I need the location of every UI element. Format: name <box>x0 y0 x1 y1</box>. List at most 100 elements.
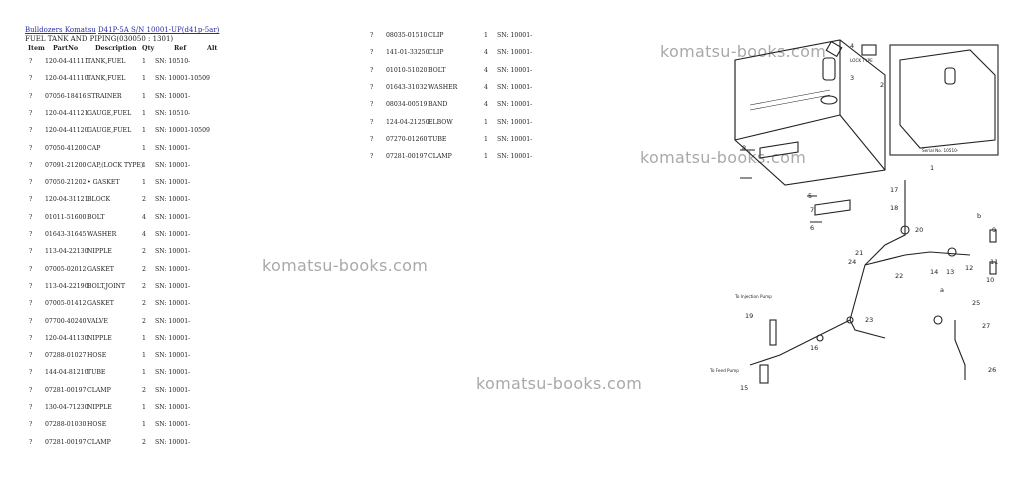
cell-qty: 1 <box>142 75 146 83</box>
cell-ref: SN: 10001- <box>497 49 533 57</box>
parts-diagram: 1 2 3 4 5 6 7 8 9 10 11 12 13 14 15 16 1… <box>709 39 999 392</box>
callout-label: 1 <box>930 164 934 172</box>
cell-description: ELBOW <box>428 118 453 126</box>
cell-partno: 01643-31645 <box>45 231 87 238</box>
breadcrumb-link-model[interactable]: D41P-5A S/N 10001-UP(d41p-5ar) <box>98 26 220 34</box>
cell-item: ? <box>370 135 374 143</box>
cell-partno: 144-04-81210 <box>45 369 89 377</box>
col-description: Description <box>95 44 137 52</box>
cell-description: CAP,(LOCK TYPE) <box>87 161 144 169</box>
cell-qty: 2 <box>142 317 146 325</box>
cell-partno: 07270-01260 <box>386 135 428 143</box>
cell-item: ? <box>29 386 33 394</box>
cell-description: TUBE <box>428 135 447 143</box>
cell-item: ? <box>29 127 33 135</box>
cell-description: CLAMP <box>87 438 111 446</box>
cell-qty: 1 <box>142 144 146 152</box>
cell-qty: 1 <box>142 58 146 65</box>
page-header: Bulldozers Komatsu D41P-5A S/N 10001-UP(… <box>25 26 219 44</box>
cell-qty: 4 <box>484 49 488 57</box>
col-partno: PartNo <box>53 44 79 52</box>
cell-item: ? <box>29 109 33 117</box>
cell-item: ? <box>29 300 33 308</box>
callout-label: 23 <box>865 316 873 324</box>
cell-item: ? <box>29 282 33 290</box>
cell-partno: 141-01-33250 <box>386 49 430 57</box>
cell-qty: 1 <box>484 32 488 39</box>
cell-item: ? <box>370 118 374 126</box>
cell-qty: 1 <box>142 179 146 187</box>
cell-qty: 2 <box>142 386 146 394</box>
cell-description: CAP <box>87 144 101 152</box>
cell-item: ? <box>29 317 33 325</box>
callout-label: 20 <box>915 226 923 234</box>
callout-label: b <box>977 212 981 220</box>
note-feed-pump: To Feed Pump <box>709 368 739 373</box>
cell-ref: SN: 10001- <box>155 386 191 394</box>
watermark: komatsu-books.com <box>476 374 643 393</box>
cell-partno: 120-04-41121 <box>45 109 89 117</box>
callout-label: 8 <box>742 144 746 152</box>
callout-label: 13 <box>946 268 954 276</box>
cell-ref: SN: 10001- <box>497 83 533 91</box>
cell-description: TANK,FUEL <box>87 75 126 83</box>
cell-description: HOSE <box>87 352 107 360</box>
fuel-pipe <box>749 180 906 366</box>
cell-item: ? <box>29 196 33 204</box>
cell-partno: 01643-31032 <box>386 83 428 91</box>
cell-description: CLIP <box>428 49 444 57</box>
cell-qty: 4 <box>484 66 488 74</box>
callout-label: 18 <box>890 204 898 212</box>
callout-label: 5 <box>808 192 812 200</box>
cell-partno: 113-04-22190 <box>45 282 89 290</box>
cell-ref: SN: 10001- <box>155 248 191 256</box>
callout-label: 25 <box>972 299 980 307</box>
cell-description: WASHER <box>87 231 117 238</box>
cell-description: GAUGE,FUEL <box>87 127 132 135</box>
cell-description: NIPPLE <box>87 404 112 411</box>
cell-ref: SN: 10001- <box>497 153 533 161</box>
callout-label: 19 <box>745 312 753 320</box>
cell-qty: 2 <box>142 300 146 308</box>
cell-partno: 130-04-71230 <box>45 404 89 411</box>
cell-partno: 07288-01030 <box>45 421 87 429</box>
callout-label: 2 <box>880 81 884 89</box>
breadcrumb-link-category[interactable]: Bulldozers Komatsu <box>25 26 96 34</box>
col-item: Item <box>28 44 45 52</box>
cell-description: CLIP <box>428 32 444 39</box>
cell-qty: 4 <box>142 213 146 221</box>
cell-description: CLAMP <box>87 386 111 394</box>
cell-description: BAND <box>428 101 448 109</box>
cell-ref: SN: 10001- <box>155 369 191 377</box>
cell-partno: 07288-01027 <box>45 352 87 360</box>
cell-ref: SN: 10001- <box>155 300 191 308</box>
callout-label: 26 <box>988 366 996 374</box>
callout-label: 12 <box>965 264 973 272</box>
cell-item: ? <box>370 83 374 91</box>
cell-ref: SN: 10001- <box>497 135 533 143</box>
cell-qty: 1 <box>142 352 146 360</box>
cell-partno: 07005-01412 <box>45 300 87 308</box>
callout-label: 10 <box>986 276 994 284</box>
cell-item: ? <box>29 144 33 152</box>
cell-ref: SN: 10001- <box>155 404 191 411</box>
cell-ref: SN: 10001- <box>155 317 191 325</box>
cell-item: ? <box>29 75 33 83</box>
cell-qty: 2 <box>142 438 146 446</box>
cell-description: • GASKET <box>87 179 120 187</box>
cell-ref: SN: 10001- <box>155 282 191 290</box>
cell-description: TUBE <box>87 369 106 377</box>
note-lock-type: LOCK TYPE <box>850 58 873 63</box>
cell-ref: SN: 10001- <box>497 118 533 126</box>
cell-ref: SN: 10001- <box>155 438 191 446</box>
cell-partno: 07005-02012 <box>45 265 87 273</box>
cell-ref: SN: 10001- <box>497 66 533 74</box>
cell-ref: SN: 10001- <box>155 265 191 273</box>
cell-description: WASHER <box>428 83 458 91</box>
cell-qty: 1 <box>142 334 146 342</box>
cell-partno: 07056-18416 <box>45 92 87 100</box>
cell-partno: 07281-00197 <box>45 386 87 394</box>
cell-ref: SN: 10510- <box>155 109 191 117</box>
cell-qty: 1 <box>142 161 146 169</box>
cell-item: ? <box>29 213 33 221</box>
